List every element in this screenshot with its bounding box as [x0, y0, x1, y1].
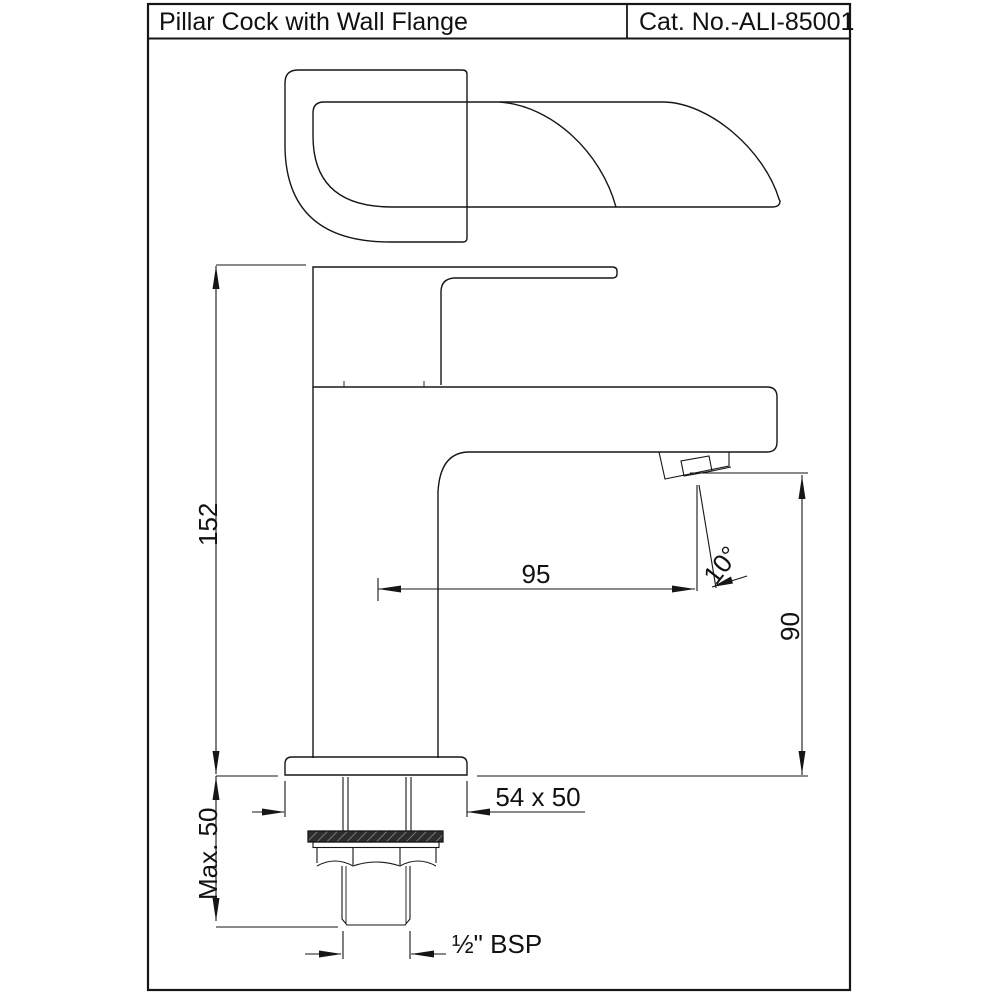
aerator-outline: [658, 451, 730, 480]
top-view: [284, 69, 781, 243]
mounting-nut-facets: [352, 847, 401, 865]
dim-label-inlet-thread: ½" BSP: [452, 929, 542, 959]
dim-extension-lines: [284, 781, 468, 817]
arrow-leader-icon: [712, 576, 733, 587]
arrow-right-icon: [262, 808, 285, 816]
dim-label-spout-reach: 95: [522, 559, 551, 589]
product-title: Pillar Cock with Wall Flange: [159, 8, 468, 36]
base-flange: [284, 756, 468, 776]
waterfall-edge-curve: [499, 101, 617, 208]
arrow-left-icon: [467, 808, 490, 816]
arrow-up-icon: [798, 476, 806, 499]
arrow-down-icon: [212, 898, 220, 921]
page-border: [146, 2, 852, 992]
stream-angled-line: [698, 484, 717, 589]
dim-spout-reach: 95: [377, 559, 695, 601]
spout-outline-top-view: [312, 101, 781, 208]
dim-label-spout-height: 90: [775, 612, 805, 641]
inlet-shank-lines: [342, 777, 412, 831]
catalog-number: Cat. No.-ALI-85001: [639, 8, 854, 36]
dim-label-base-size: 54 x 50: [495, 782, 580, 812]
arrow-up-icon: [212, 266, 220, 289]
spout-body-outline: [313, 386, 778, 758]
front-view: [284, 266, 778, 926]
title-block: Pillar Cock with Wall Flange Cat. No.-AL…: [146, 2, 854, 992]
body-and-lever-outline: [312, 266, 618, 758]
arrow-down-icon: [212, 751, 220, 774]
dim-label-max-deck-thickness: Max. 50: [193, 808, 223, 901]
arrow-right-icon: [319, 950, 342, 958]
aerator-ring-edge: [711, 466, 732, 472]
arrow-left-icon: [378, 585, 401, 593]
dim-flow-angle: 10°: [697, 540, 748, 590]
dim-extension-lines: [342, 931, 411, 959]
dim-inlet-thread: ½" BSP: [305, 929, 542, 959]
dim-label-overall-height: 152: [193, 503, 223, 546]
cartridge-edge-ticks: [343, 381, 425, 387]
dim-label-flow-angle: 10°: [697, 540, 745, 589]
dim-spout-height: 90: [477, 472, 808, 777]
inlet-thread-root-lines: [345, 866, 407, 923]
rubber-washer: [307, 830, 444, 843]
inlet-thread-outline: [341, 866, 411, 926]
dim-max-deck-thickness: Max. 50: [193, 775, 338, 928]
arrow-left-icon: [411, 950, 434, 958]
mounting-nut-outline: [316, 846, 437, 867]
dim-overall-height: 152: [193, 264, 306, 774]
dim-base-size: 54 x 50: [252, 781, 585, 817]
arrow-right-icon: [672, 585, 695, 593]
arrow-up-icon: [212, 777, 220, 800]
arrow-down-icon: [798, 751, 806, 774]
lock-ring: [312, 841, 440, 849]
handle-outline-top-view: [284, 69, 468, 243]
